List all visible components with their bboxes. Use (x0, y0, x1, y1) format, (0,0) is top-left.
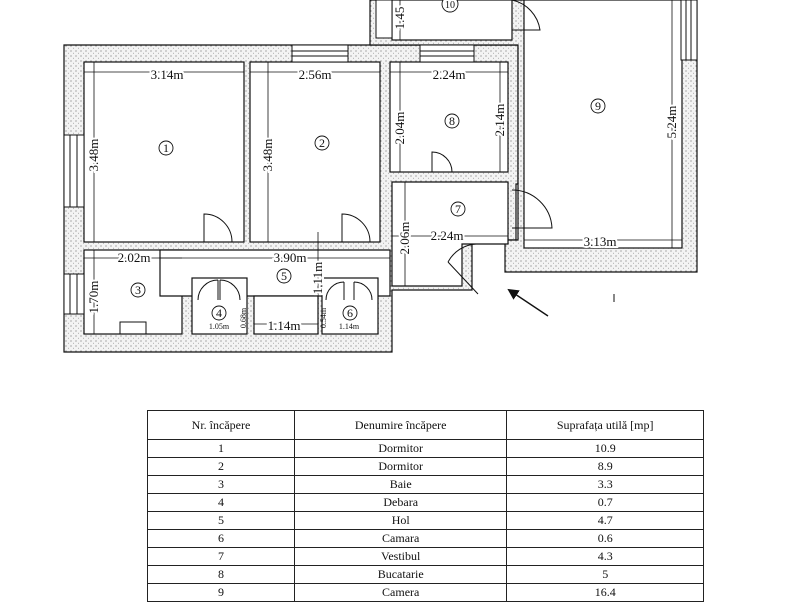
dim-vestibule-width: 2.24m (431, 228, 464, 243)
header-usable-area: Suprafața utilă [mp] (506, 410, 704, 440)
dim-r4-height: 0.68m (239, 307, 248, 328)
cell-name: Baie (293, 475, 508, 494)
dim-hall-height: 1.11m (310, 262, 325, 294)
windows (63, 0, 698, 315)
room-5-label: 5 (281, 269, 287, 283)
cell-number: 2 (147, 457, 295, 476)
dim-r6-height: 0.54m (319, 307, 328, 328)
cell-area: 5 (506, 565, 704, 584)
dim-r2-width: 2.56m (299, 67, 332, 82)
cell-name: Vestibul (293, 547, 508, 566)
dim-r9-width: 3.13m (584, 234, 617, 249)
cell-number: 5 (147, 511, 295, 530)
closet (253, 295, 319, 335)
cell-name: Debara (293, 493, 508, 512)
room-2-label: 2 (319, 136, 325, 150)
cell-area: 10.9 (506, 439, 704, 458)
room-9-label: 9 (595, 99, 601, 113)
room-2 (249, 61, 381, 243)
cell-number: 4 (147, 493, 295, 512)
dimension-lines (84, 0, 682, 334)
cell-number: 1 (147, 439, 295, 458)
cell-area: 4.3 (506, 547, 704, 566)
dim-r6-width: 1.14m (339, 322, 360, 331)
room-7-vestibule (391, 181, 509, 287)
cell-name: Dormitor (293, 457, 508, 476)
dim-r8-right: 2.14m (492, 104, 507, 137)
cell-area: 3.3 (506, 475, 704, 494)
cell-number: 8 (147, 565, 295, 584)
room-9 (523, 0, 683, 249)
room-7-label: 7 (455, 202, 461, 216)
cell-number: 9 (147, 583, 295, 602)
dim-vestibule-height: 2.06m (397, 222, 412, 255)
room-3-label: 3 (135, 283, 141, 297)
dim-r3-width: 2.02m (118, 250, 151, 265)
dim-closet-width: 1.14m (268, 318, 301, 333)
cell-name: Bucatarie (293, 565, 508, 584)
cell-name: Camera (293, 583, 508, 602)
cell-area: 0.7 (506, 493, 704, 512)
dim-r2-height: 3.48m (260, 139, 275, 172)
dim-r9-height: 5.24m (664, 106, 679, 139)
header-room-number: Nr. încăpere (147, 410, 295, 440)
header-room-name: Denumire încăpere (293, 410, 508, 440)
cell-number: 7 (147, 547, 295, 566)
dim-r8-width: 2.24m (433, 67, 466, 82)
cell-name: Hol (293, 511, 508, 530)
cell-name: Camara (293, 529, 508, 548)
floor-plan: 3.14m 2.56m 2.24m 3.48m 3.48m 2.04m 2.14… (63, 0, 698, 353)
dim-r1-height: 3.48m (86, 139, 101, 172)
cell-name: Dormitor (293, 439, 508, 458)
room-6-label: 6 (347, 306, 353, 320)
cell-area: 8.9 (506, 457, 704, 476)
room-4-label: 4 (216, 306, 222, 320)
room-1-label: 1 (163, 141, 169, 155)
dim-r4-width: 1.05m (209, 322, 230, 331)
dim-r3-height: 1.70m (86, 281, 101, 314)
doors (119, 0, 553, 334)
cell-number: 3 (147, 475, 295, 494)
cell-area: 16.4 (506, 583, 704, 602)
entrance-arrow (507, 288, 549, 317)
dim-r10-height: 1.45 (392, 7, 407, 30)
room-markers (130, 0, 606, 321)
dim-r1-width: 3.14m (151, 67, 184, 82)
cell-number: 6 (147, 529, 295, 548)
room-8-label: 8 (449, 114, 455, 128)
cell-area: 0.6 (506, 529, 704, 548)
room-10-label: 10 (445, 0, 455, 11)
cell-area: 4.7 (506, 511, 704, 530)
dim-r8-left: 2.04m (392, 112, 407, 145)
area-table: Nr. încăpere Denumire încăpere Suprafața… (147, 410, 704, 602)
table-header-row: Nr. încăpere Denumire încăpere Suprafața… (147, 410, 704, 440)
dim-hall-width: 3.90m (274, 250, 307, 265)
